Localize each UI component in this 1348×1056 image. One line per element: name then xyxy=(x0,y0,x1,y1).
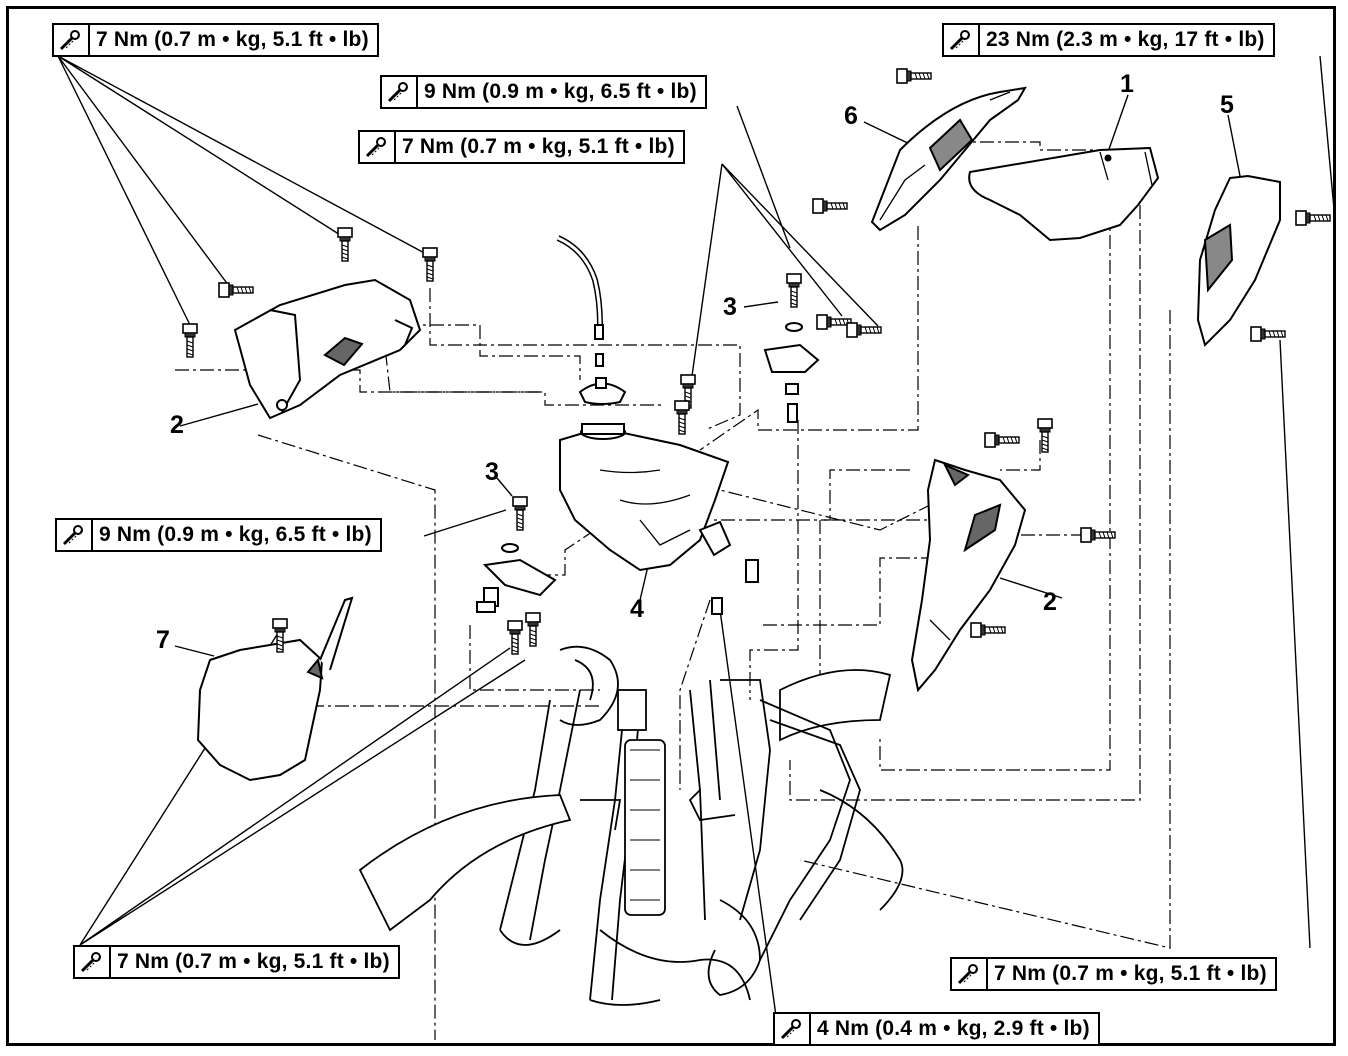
torque-spec-lower-bracket: 9 Nm (0.9 m • kg, 6.5 ft • lb) xyxy=(55,518,382,552)
callout-number-plate: 7 xyxy=(156,626,170,654)
bracket-bolt xyxy=(507,620,523,655)
callout-side-cover-right: 5 xyxy=(1220,91,1234,119)
torque-spec-number-plate: 7 Nm (0.7 m • kg, 5.1 ft • lb) xyxy=(73,945,400,979)
diagram-frame xyxy=(6,6,1336,1046)
shroud-bolt xyxy=(422,247,438,282)
callout-bolt-top: 3 xyxy=(723,293,737,321)
hose-clamp xyxy=(698,520,759,615)
callout-side-cover-left: 6 xyxy=(844,102,858,130)
side-cover-bolt xyxy=(1250,326,1286,342)
shroud-left-part-2 xyxy=(233,278,422,420)
side-cover-right-part-5 xyxy=(1196,174,1281,347)
torque-spec-clamp: 4 Nm (0.4 m • kg, 2.9 ft • lb) xyxy=(773,1012,1100,1046)
torque-wrench-icon xyxy=(944,25,980,55)
bolt-part-3-lower xyxy=(512,496,528,531)
torque-wrench-icon xyxy=(75,947,111,977)
side-cover-bolt xyxy=(896,68,932,84)
tank-bolt xyxy=(674,400,690,435)
shroud-right-part-2 xyxy=(910,458,1027,693)
motorcycle-front-section xyxy=(358,645,904,1006)
torque-value: 4 Nm (0.4 m • kg, 2.9 ft • lb) xyxy=(817,1017,1090,1040)
torque-wrench-icon xyxy=(57,520,93,550)
torque-spec-tank-bolts: 7 Nm (0.7 m • kg, 5.1 ft • lb) xyxy=(358,130,685,164)
tank-bracket-lower xyxy=(476,543,557,613)
torque-spec-shroud-bolts: 7 Nm (0.7 m • kg, 5.1 ft • lb) xyxy=(52,23,379,57)
torque-value: 23 Nm (2.3 m • kg, 17 ft • lb) xyxy=(986,28,1265,51)
torque-value: 9 Nm (0.9 m • kg, 6.5 ft • lb) xyxy=(424,80,697,103)
callout-bolt-lower: 3 xyxy=(485,458,499,486)
torque-wrench-icon xyxy=(360,132,396,162)
shroud-bolt xyxy=(970,622,1006,638)
bracket-bolt xyxy=(816,314,852,330)
callout-shroud-left: 2 xyxy=(170,411,184,439)
shroud-bolt xyxy=(182,323,198,358)
torque-value: 7 Nm (0.7 m • kg, 5.1 ft • lb) xyxy=(402,135,675,158)
fuel-line-and-cap xyxy=(556,235,627,405)
torque-spec-side-cover: 7 Nm (0.7 m • kg, 5.1 ft • lb) xyxy=(950,957,1277,991)
bracket-bolt xyxy=(846,322,882,338)
number-plate-part-7 xyxy=(196,596,354,782)
side-cover-bolt xyxy=(1295,210,1331,226)
shroud-bolt xyxy=(337,227,353,262)
torque-wrench-icon xyxy=(54,25,90,55)
torque-wrench-icon xyxy=(775,1014,811,1044)
bracket-bolt xyxy=(525,612,541,647)
torque-value: 9 Nm (0.9 m • kg, 6.5 ft • lb) xyxy=(99,523,372,546)
torque-wrench-icon xyxy=(952,959,988,989)
side-cover-left-part-6 xyxy=(870,86,1027,232)
torque-value: 7 Nm (0.7 m • kg, 5.1 ft • lb) xyxy=(994,962,1267,985)
alignment-lines xyxy=(175,141,1171,1040)
shroud-bolt xyxy=(984,432,1020,448)
callout-seat: 1 xyxy=(1120,70,1134,98)
torque-wrench-icon xyxy=(382,77,418,107)
torque-value: 7 Nm (0.7 m • kg, 5.1 ft • lb) xyxy=(117,950,390,973)
shroud-bolt xyxy=(218,282,254,298)
callout-shroud-right: 2 xyxy=(1043,588,1057,616)
callout-fuel-tank: 4 xyxy=(630,595,644,623)
torque-spec-seat-bolt: 23 Nm (2.3 m • kg, 17 ft • lb) xyxy=(942,23,1275,57)
seat-part-1 xyxy=(968,146,1160,242)
fuel-tank-part-4 xyxy=(559,423,730,572)
bolt-part-3-top xyxy=(786,273,802,308)
side-cover-bolt xyxy=(812,198,848,214)
torque-spec-bracket-bolt: 9 Nm (0.9 m • kg, 6.5 ft • lb) xyxy=(380,75,707,109)
torque-value: 7 Nm (0.7 m • kg, 5.1 ft • lb) xyxy=(96,28,369,51)
tank-bracket-top xyxy=(763,322,820,423)
